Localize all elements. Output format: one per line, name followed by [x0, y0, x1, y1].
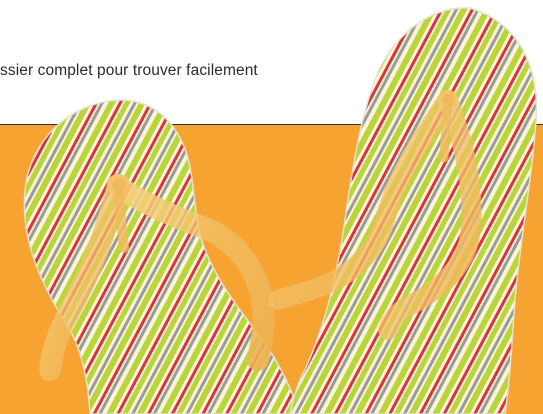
divider-line: [0, 124, 543, 125]
intro-text: ssier complet pour trouver facilement: [0, 62, 258, 79]
right-sandal-sole: [289, 7, 538, 414]
left-sandal-strap: [39, 174, 275, 381]
left-sandal-sole: [23, 99, 301, 414]
right-sandal-strap: [268, 90, 482, 340]
